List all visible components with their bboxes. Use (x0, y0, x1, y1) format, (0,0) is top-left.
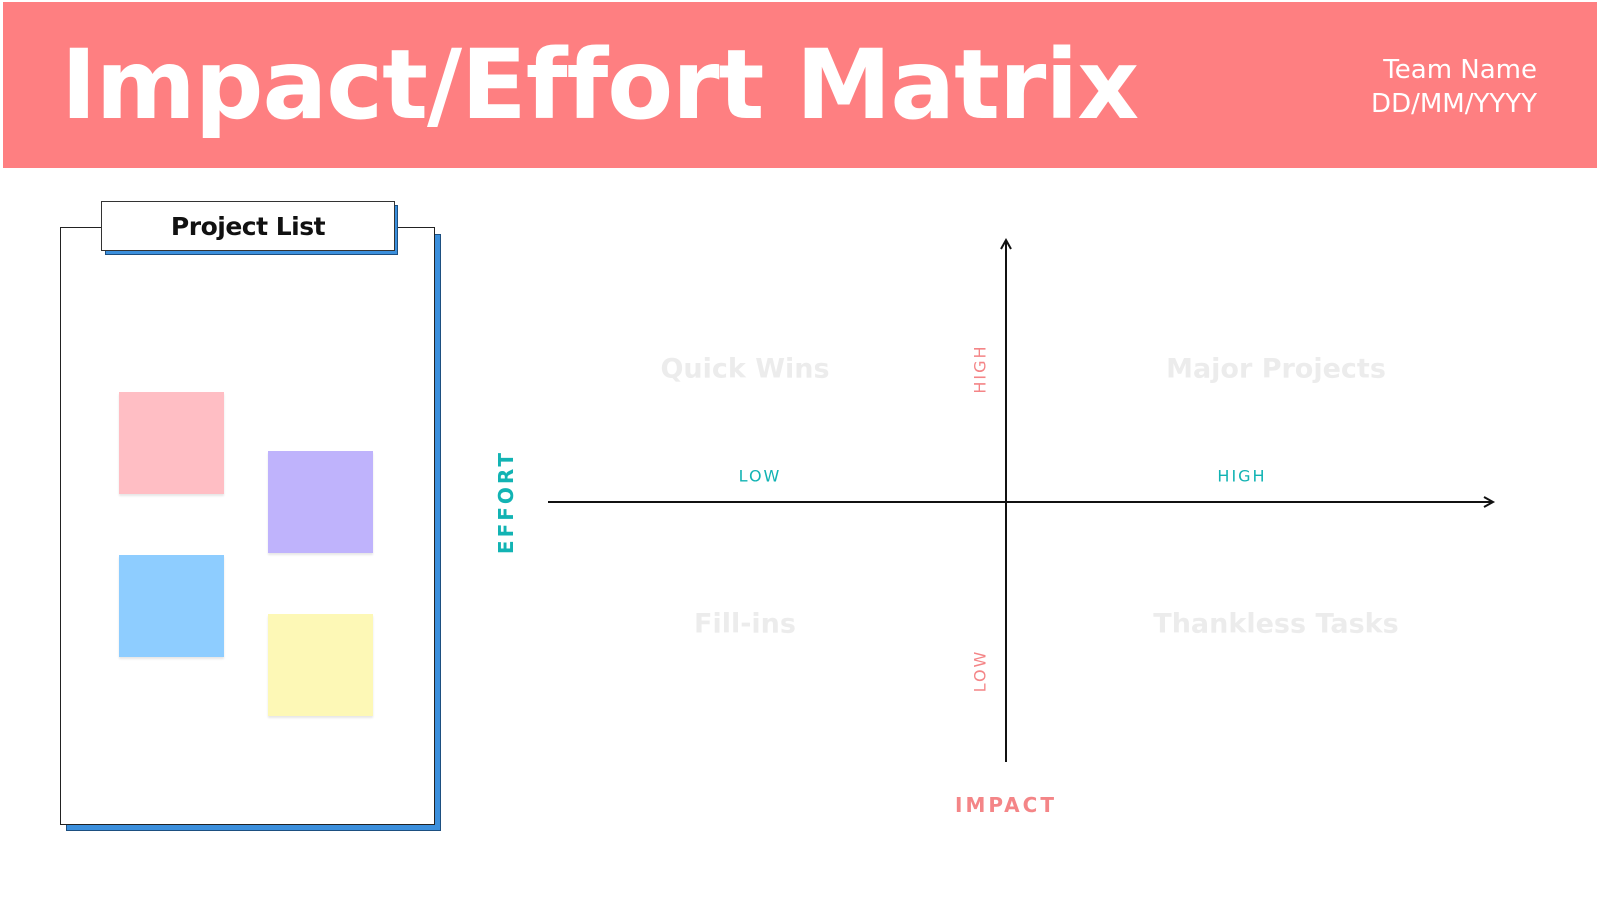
date-text: DD/MM/YYYY (1371, 89, 1537, 119)
impact-low-label: LOW (970, 649, 990, 693)
page-title: Impact/Effort Matrix (61, 29, 1139, 141)
effort-low-label: LOW (738, 466, 782, 486)
quadrant-fill-ins: Fill-ins (694, 608, 796, 640)
effort-high-label: HIGH (1217, 466, 1267, 486)
effort-axis-arrowhead (1483, 496, 1496, 508)
quadrant-thankless-tasks: Thankless Tasks (1153, 608, 1399, 640)
sticky-note-yellow[interactable] (268, 614, 373, 716)
effort-axis-title: EFFORT (494, 449, 518, 555)
impact-axis-title: IMPACT (955, 793, 1057, 817)
header-banner: Impact/Effort Matrix Team Name DD/MM/YYY… (3, 2, 1597, 168)
team-name: Team Name (1383, 55, 1537, 85)
project-list-label: Project List (170, 211, 326, 241)
sticky-note-purple[interactable] (268, 451, 373, 553)
sticky-note-pink[interactable] (119, 392, 224, 494)
sticky-note-blue[interactable] (119, 555, 224, 657)
project-list-tab: Project List (101, 201, 395, 251)
quadrant-quick-wins: Quick Wins (660, 353, 830, 385)
impact-axis-arrowhead (1000, 237, 1012, 250)
quadrant-major-projects: Major Projects (1166, 353, 1386, 385)
impact-high-label: HIGH (970, 344, 990, 394)
